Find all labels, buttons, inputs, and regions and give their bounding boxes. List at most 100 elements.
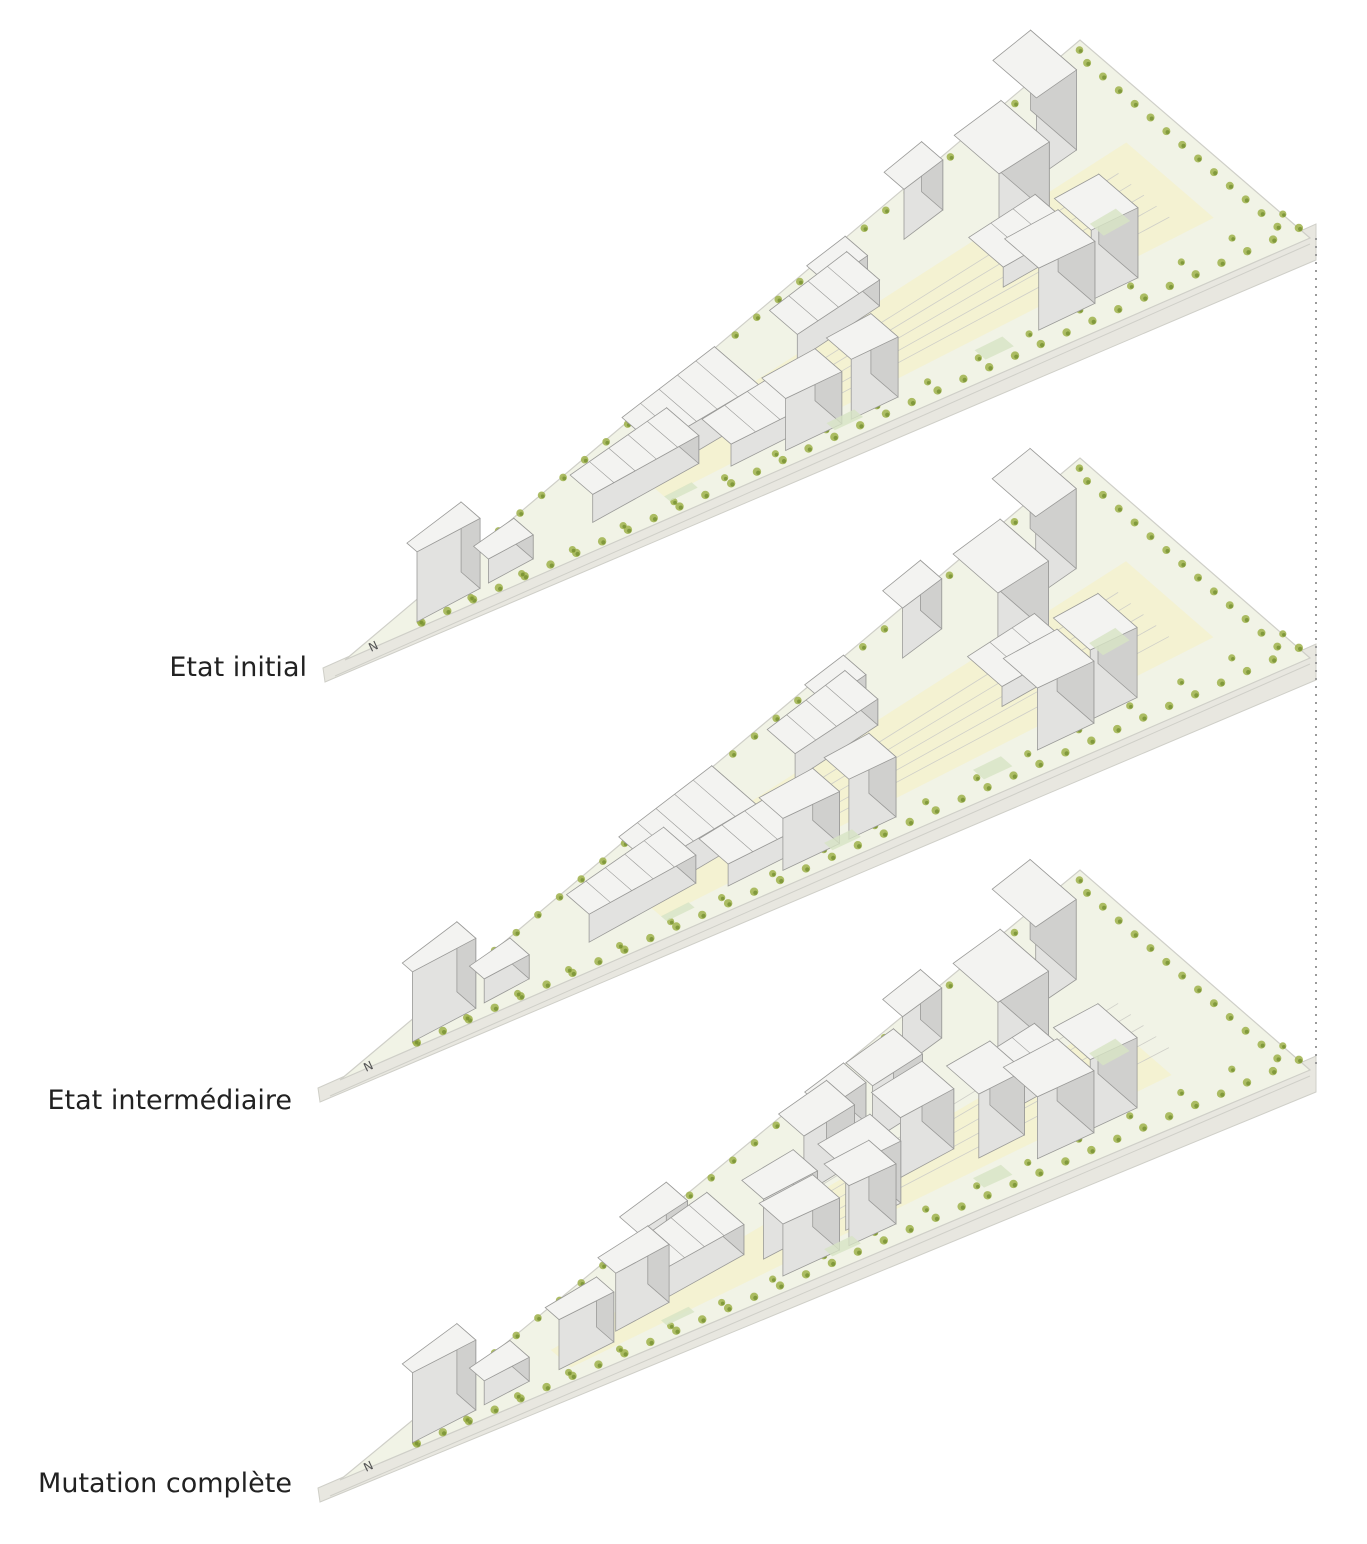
tree-shade-icon [571, 548, 576, 553]
tree-shade-icon [833, 435, 838, 441]
industrial-hall-1-roof-ridge [605, 867, 632, 891]
tree-shade-icon [727, 1307, 732, 1312]
office-building-west-roof [401, 921, 477, 973]
tree-shade-icon [986, 1194, 991, 1199]
warehouse-hall-roof-ridge [827, 266, 860, 294]
tree-shade-icon [730, 482, 735, 487]
industrial-hall-3-roof-ridge [724, 405, 756, 433]
tree-shade-icon [701, 913, 706, 919]
tree-shade-icon [1282, 1044, 1286, 1049]
tree-shade-icon [470, 596, 474, 601]
tree-shade-icon [1118, 89, 1123, 94]
tower-south-2-roof [825, 313, 899, 360]
tree-shade-icon [924, 1208, 929, 1212]
tree-shade-icon [549, 563, 554, 568]
tree-shade-icon [678, 505, 683, 510]
housing-block-7-roof [870, 1060, 955, 1119]
tree-shade-icon [597, 1363, 602, 1368]
stage-label-intermediate: Etat intermédiaire [47, 1085, 292, 1116]
tree-shade-icon [885, 209, 889, 214]
panel-initial: N [322, 29, 1317, 683]
tree-shade-icon [1102, 75, 1107, 80]
tree-shade-icon [1298, 226, 1303, 232]
tree-shade-icon [1276, 1057, 1281, 1062]
tower-south-1-roof [761, 348, 843, 399]
tree-shade-icon [441, 1029, 447, 1035]
road-median-line [334, 243, 1311, 677]
tree-shade-icon [807, 447, 812, 452]
industrial-hall-1-roof-ridge [624, 853, 654, 880]
stage-label-complete: Mutation complète [38, 1468, 292, 1499]
tower-east-1-roof [1002, 628, 1095, 689]
warehouse-hall-roof [768, 251, 881, 335]
housing-block-1-roof [544, 1276, 615, 1321]
tree-shade-icon [1276, 225, 1281, 230]
tree-shade-icon [1116, 1137, 1121, 1142]
garden-patch [661, 902, 695, 922]
tree-shade-icon [1260, 212, 1265, 217]
tree-shade-icon [857, 844, 862, 849]
tree-shade-icon [1181, 562, 1186, 567]
tree-shade-icon [1165, 130, 1170, 135]
industrial-hall-1-roof-ridge [585, 880, 611, 903]
tree-shade-icon [414, 1040, 419, 1045]
low-building-west-roof [468, 1339, 530, 1382]
tower-north-4-roof [882, 968, 943, 1018]
tree-shade-icon [519, 512, 524, 516]
tree-shade-icon [1064, 751, 1069, 756]
tree-shade-icon [1260, 1043, 1265, 1048]
tree-shade-icon [753, 890, 758, 895]
warehouse-hall-roof-ridge [825, 685, 858, 713]
tree-shade-icon [623, 1352, 628, 1357]
tree-shade-icon [1078, 49, 1083, 53]
tree-shade-icon [799, 280, 803, 285]
road-median-line [329, 663, 1311, 1097]
tree-shade-icon [1180, 261, 1185, 265]
tower-north-3-roof [991, 447, 1077, 518]
low-building-west-roof [472, 517, 534, 560]
tree-shade-icon [926, 380, 931, 385]
low-building-west-roof [468, 937, 530, 980]
tree-shade-icon [1282, 213, 1286, 217]
tree-shade-icon [1228, 1016, 1233, 1021]
tree-shade-icon [863, 227, 868, 232]
tree-shade-icon [1282, 632, 1286, 637]
tree-shade-icon [652, 517, 658, 522]
tree-shade-icon [1086, 61, 1091, 66]
industrial-hall-2-roof-ridge [692, 779, 736, 817]
tree-shade-icon [831, 1261, 836, 1267]
tree-shade-icon [516, 1394, 521, 1399]
tree-shade-icon [1038, 762, 1043, 768]
tree-shade-icon [1276, 645, 1281, 650]
tree-shade-icon [1078, 879, 1083, 883]
tree-shade-icon [1298, 646, 1303, 652]
tree-shade-icon [558, 895, 563, 900]
tree-shade-icon [571, 971, 576, 977]
tree-shade-icon [545, 983, 550, 988]
housing-block-3-roof [618, 1181, 689, 1234]
tree-shade-icon [756, 470, 761, 475]
tree-shade-icon [1133, 521, 1138, 526]
tree-shade-icon [976, 776, 980, 781]
panel-intermediate: N [317, 447, 1317, 1103]
office-building-west-roof [401, 1323, 477, 1374]
tree-shade-icon [710, 1176, 715, 1181]
warehouse-hall-roof-ridge [807, 280, 839, 308]
tree-shade-icon [1260, 631, 1265, 636]
industrial-hall-1-roof-ridge [589, 461, 615, 483]
tree-shade-icon [805, 1273, 810, 1278]
tree-shade-icon [727, 902, 732, 907]
tree-shade-icon [1246, 1081, 1251, 1086]
tree-shade-icon [723, 476, 728, 481]
garden-patch [974, 336, 1014, 360]
garden-patch [824, 1235, 861, 1257]
tree-shade-icon [1165, 960, 1170, 965]
tree-shade-icon [1168, 1115, 1173, 1120]
tree-shade-icon [948, 574, 953, 579]
tree-shade-icon [1090, 1149, 1095, 1154]
stage-label-initial: Etat initial [169, 652, 307, 683]
tree-shade-icon [775, 717, 780, 722]
tree-shade-icon [545, 1386, 550, 1391]
tree-shade-icon [1116, 728, 1121, 733]
tree-shade-icon [1180, 680, 1184, 685]
